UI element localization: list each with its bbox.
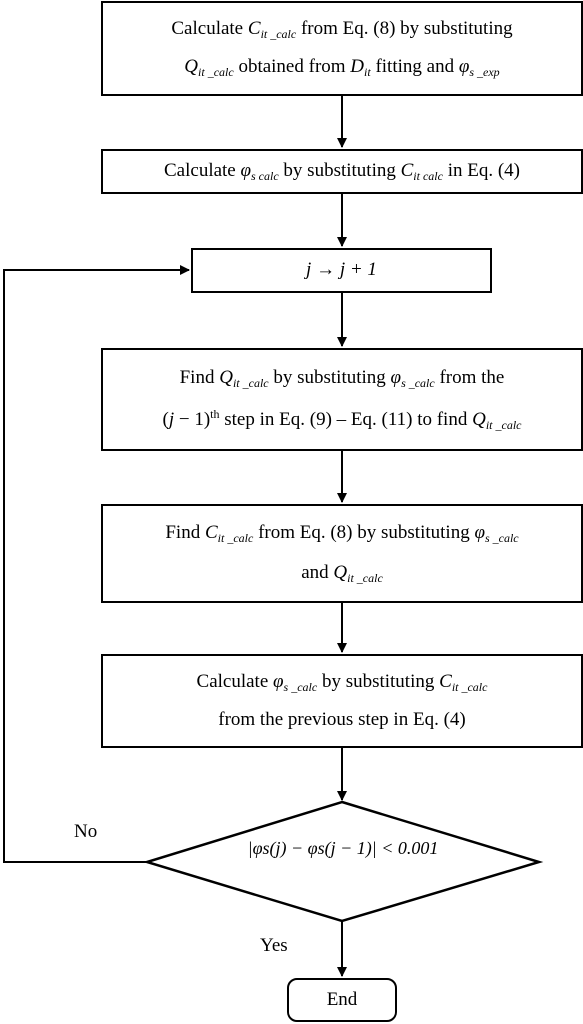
decision-diamond bbox=[142, 800, 544, 923]
decision-condition: |φs(j) − φs(j − 1)| < 0.001 bbox=[247, 838, 439, 858]
end-terminal: End bbox=[287, 978, 397, 1022]
step-1-box: Calculate Cit _calc from Eq. (8) by subs… bbox=[101, 1, 583, 96]
step-6-box: Calculate φs _calc by substituting Cit _… bbox=[101, 654, 583, 748]
step-4-box: Find Qit _calc by substituting φs _calc … bbox=[101, 348, 583, 451]
step-5-box: Find Cit _calc from Eq. (8) by substitut… bbox=[101, 504, 583, 603]
no-label: No bbox=[74, 821, 98, 842]
step-3-box: j → j + 1 bbox=[191, 248, 492, 293]
yes-label: Yes bbox=[260, 935, 288, 956]
step-2-box: Calculate φs calc by substituting Cit ca… bbox=[101, 149, 583, 194]
loop-back-no bbox=[3, 265, 190, 863]
